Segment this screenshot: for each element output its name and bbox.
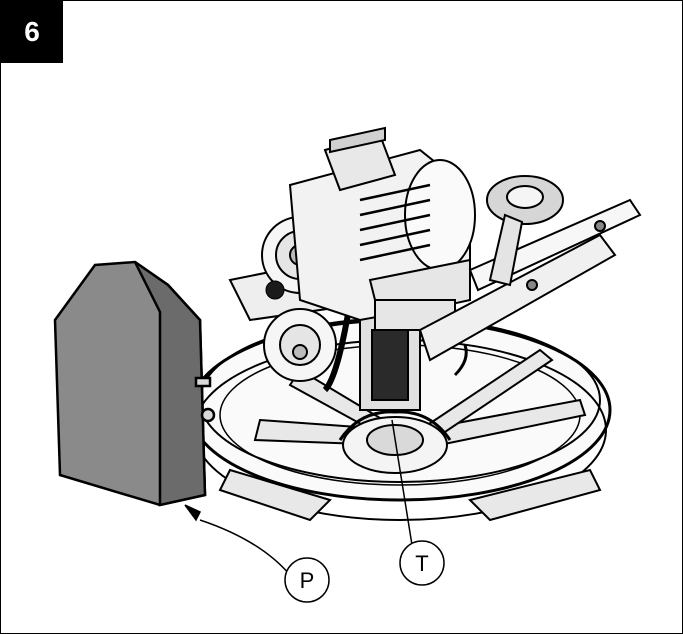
callout-t-label: T xyxy=(415,551,428,576)
electric-motor xyxy=(288,126,476,322)
trowel-blades xyxy=(218,348,602,522)
callout-p-label: P xyxy=(300,568,315,593)
central-hub xyxy=(338,410,452,474)
belt-guard xyxy=(53,260,216,507)
callout-p: P xyxy=(284,557,330,603)
pulley-lower xyxy=(263,308,337,382)
step-number-badge: 6 xyxy=(1,1,63,63)
leader-lines xyxy=(184,419,413,576)
control-cable xyxy=(453,344,468,377)
callout-t: T xyxy=(399,540,445,586)
pitch-handwheel xyxy=(486,175,564,287)
tensioner-roller xyxy=(265,280,285,300)
motor-bracket xyxy=(368,258,471,331)
